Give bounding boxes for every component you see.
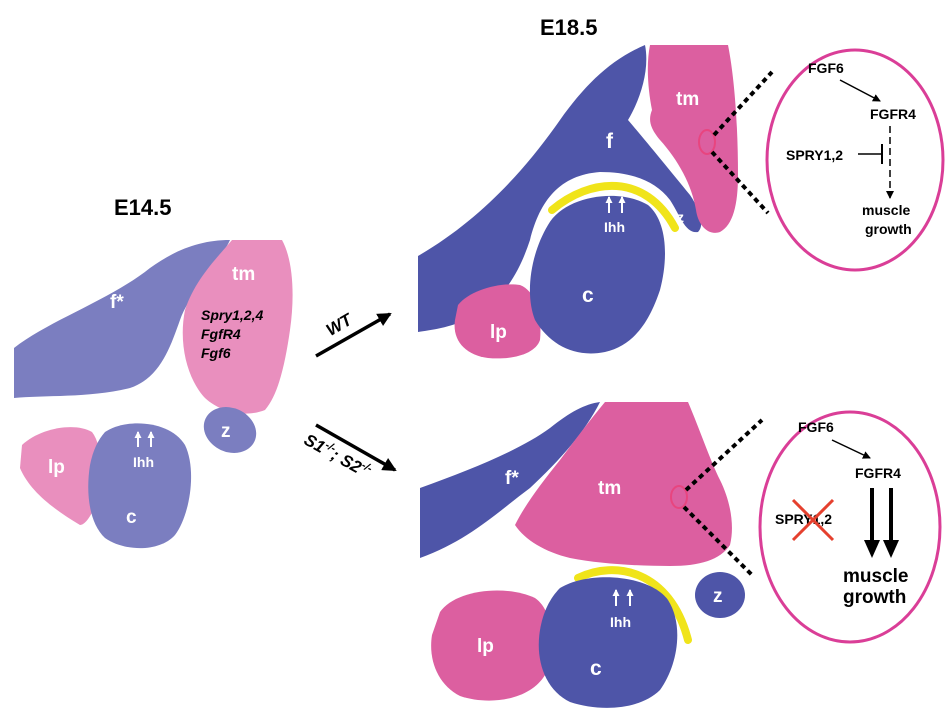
- tissue-f-star-mut: [420, 402, 600, 558]
- label-c-e14: c: [126, 507, 137, 528]
- tissue-lp-e14: [20, 427, 100, 525]
- pathway-wt-inhibitor: SPRY1,2: [786, 147, 843, 163]
- label-tm-mut: tm: [598, 478, 621, 499]
- gene-label-fgf6: Fgf6: [201, 345, 231, 361]
- pathway-mut-arrow-ligand: [831, 439, 871, 459]
- gene-label-fgfr4: FgfR4: [201, 326, 241, 342]
- stage-label-e18-5: E18.5: [540, 15, 598, 40]
- tissue-c-wt: [529, 195, 665, 354]
- label-ihh-e14: Ihh: [133, 454, 154, 470]
- pathway-mut-receptor: FGFR4: [855, 465, 901, 481]
- pathway-mut-inhibitor: SPRY1,2: [775, 511, 832, 527]
- zoom-circle-mut: [758, 410, 942, 644]
- tissue-tm-e14: [182, 240, 293, 414]
- panel-e18-5-wt: E18.5 f tm z lp Ihh c FGF6 FGFR4 SPRY1,2…: [418, 15, 945, 359]
- tissue-tm-mut: [515, 402, 732, 566]
- pathway-mut-arrowhead-2: [883, 540, 899, 558]
- zoom-spot-wt: [698, 129, 716, 155]
- label-ihh-wt: Ihh: [604, 219, 625, 235]
- hypertrophic-zone-mut: [574, 566, 692, 644]
- panel-e18-5-mutant: f* tm z lp Ihh c FGF6 FGFR4 SPRY1,2: [420, 402, 942, 708]
- label-lp-mut: lp: [477, 636, 494, 657]
- label-z-wt: z: [677, 209, 684, 225]
- label-z-mut: z: [713, 586, 723, 607]
- label-f-wt: f: [606, 130, 614, 153]
- tissue-f-wt: [418, 45, 702, 332]
- label-f-star-e14: f*: [110, 292, 124, 313]
- label-tm-e14: tm: [232, 264, 255, 285]
- label-lp-wt: lp: [490, 322, 507, 343]
- pathway-mut-output-1: muscle: [843, 566, 908, 587]
- pathway-wt-receptor: FGFR4: [870, 106, 916, 122]
- tissue-tm-wt: [647, 45, 738, 233]
- zoom-line-wt-bottom: [710, 150, 770, 215]
- label-f-star-mut: f*: [505, 468, 519, 489]
- zoom-spot-mut: [670, 485, 688, 509]
- gene-label-spry: Spry1,2,4: [201, 307, 263, 323]
- zoom-circle-wt: [765, 48, 945, 272]
- hypertrophic-zone-wt: [548, 181, 679, 232]
- tissue-z-mut: [695, 572, 745, 618]
- pathway-mut-arrowhead-1: [864, 540, 880, 558]
- arrow-mutant: [315, 423, 397, 472]
- cross-icon: [791, 498, 835, 542]
- label-ihh-mut: Ihh: [610, 614, 631, 630]
- tissue-lp-mut: [431, 590, 552, 701]
- tissue-z-e14: [203, 407, 257, 453]
- label-c-mut: c: [590, 657, 602, 680]
- pathway-wt-output-1: muscle: [862, 202, 910, 218]
- pathway-wt-ligand: FGF6: [808, 60, 844, 76]
- label-z-e14: z: [221, 421, 231, 442]
- panel-e14-5: E14.5 f* tm Spry1,2,4 FgfR4 Fgf6 z lp Ih…: [14, 195, 293, 549]
- stage-label-e14-5: E14.5: [114, 195, 172, 220]
- tissue-f-star-e14: [14, 240, 230, 398]
- arrow-wt: [315, 312, 392, 358]
- label-c-wt: c: [582, 284, 594, 307]
- tissue-c-mut: [538, 577, 678, 708]
- pathway-mut-output-2: growth: [843, 587, 906, 608]
- transition-arrows: WT S1-/-; S2-/-: [301, 309, 397, 477]
- tissue-c-e14: [88, 423, 192, 549]
- zoom-line-mut-bottom: [682, 505, 754, 577]
- pathway-wt-arrow-ligand: [839, 79, 881, 102]
- label-tm-wt: tm: [676, 89, 699, 110]
- tissue-lp-wt: [454, 284, 541, 359]
- label-lp-e14: lp: [48, 457, 65, 478]
- pathway-wt-output-2: growth: [865, 221, 912, 237]
- pathway-mut-ligand: FGF6: [798, 419, 834, 435]
